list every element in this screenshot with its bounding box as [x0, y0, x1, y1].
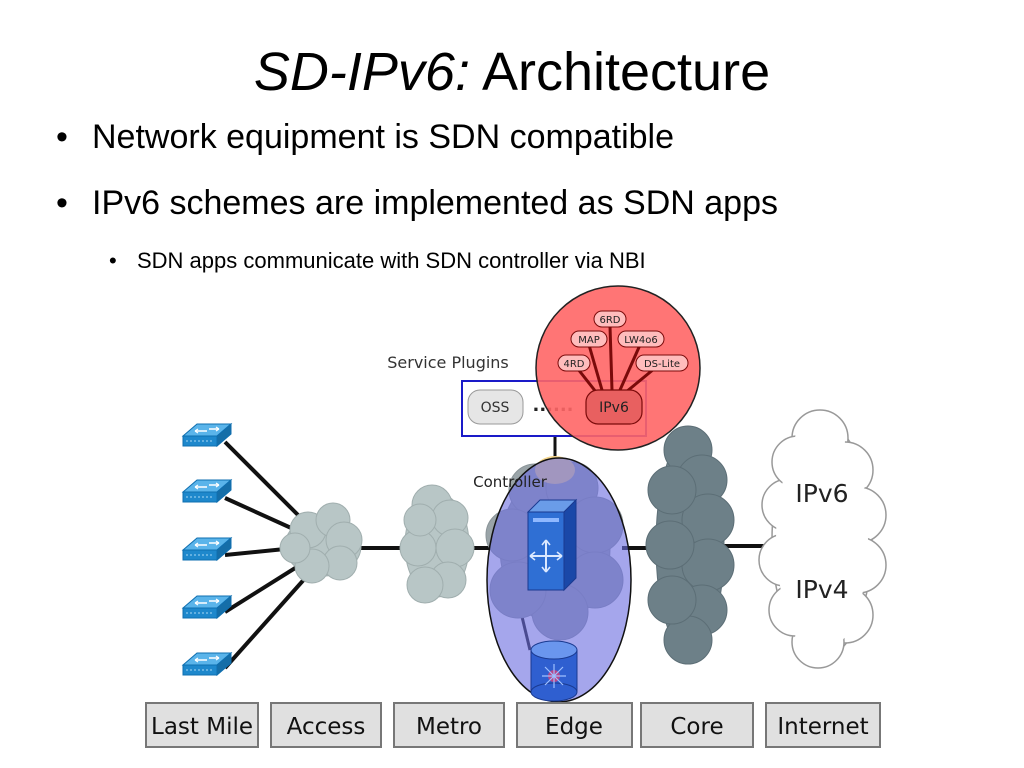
ipv6-plugin-label: IPv6 — [599, 400, 629, 416]
bullet-dot: • — [56, 118, 68, 156]
svg-text:DS-Lite: DS-Lite — [644, 359, 680, 370]
switch-icon — [182, 537, 232, 561]
segment-box-internet — [765, 702, 881, 748]
ipv6-plugin-pill — [585, 389, 643, 425]
segment-label: Core — [670, 714, 723, 740]
scheme-pill-4rd: 4RD — [557, 354, 591, 372]
title-italic: SD-IPv6: — [253, 42, 470, 102]
internet-ipv6-label: IPv6 — [795, 479, 848, 508]
svg-text:LW4o6: LW4o6 — [624, 335, 657, 346]
link-line — [224, 496, 301, 534]
server-icon — [526, 498, 578, 592]
title-rest: Architecture — [481, 42, 771, 102]
segment-label: Internet — [777, 714, 868, 740]
link-line — [223, 573, 310, 670]
link-line — [223, 440, 310, 527]
scheme-pill-lw4o6: LW4o6 — [617, 330, 665, 348]
sub-bullet-text: SDN apps communicate with SDN controller… — [137, 248, 646, 273]
slide-title: SD-IPv6: Architecture — [0, 40, 1024, 104]
bullet-dot: • — [56, 184, 68, 222]
switch-icon — [182, 479, 232, 503]
switch-icon — [182, 652, 232, 676]
plugin-highlight — [535, 285, 701, 451]
cloud-icon — [279, 502, 363, 584]
router-icon — [530, 640, 578, 702]
svg-text:6RD: 6RD — [599, 315, 620, 326]
segment-label: Edge — [545, 714, 603, 740]
segment-box-edge — [516, 702, 633, 748]
segment-box-last-mile — [145, 702, 259, 748]
internet-ipv4-label: IPv4 — [795, 575, 848, 604]
cloud-icon — [645, 425, 735, 665]
bullet-2: • IPv6 schemes are implemented as SDN ap… — [56, 183, 778, 223]
link-line — [223, 563, 302, 614]
svg-text:MAP: MAP — [578, 335, 600, 346]
segment-box-access — [270, 702, 382, 748]
sub-bullet-1: • SDN apps communicate with SDN controll… — [109, 247, 646, 275]
bullet-text: Network equipment is SDN compatible — [92, 118, 675, 156]
segment-label: Access — [287, 714, 366, 740]
controller-label: Controller — [473, 473, 548, 491]
segment-label: Last Mile — [151, 714, 253, 740]
segment-label: Metro — [416, 714, 482, 740]
segment-box-core — [640, 702, 754, 748]
oss-label: OSS — [481, 400, 510, 416]
cloud-icon — [399, 484, 475, 604]
switch-icon — [182, 423, 232, 447]
segment-box-metro — [393, 702, 505, 748]
switch-icon — [182, 595, 232, 619]
bullet-1: • Network equipment is SDN compatible — [56, 117, 675, 157]
scheme-pill-6rd: 6RD — [593, 310, 627, 328]
scheme-pill-map: MAP — [570, 330, 608, 348]
service-plugins-label: Service Plugins — [387, 353, 509, 372]
scheme-pill-dslite: DS-Lite — [635, 354, 689, 372]
bullet-dot: • — [109, 248, 117, 273]
bullet-text: IPv6 schemes are implemented as SDN apps — [92, 184, 778, 222]
segment-labels: Last Mile Access Metro Edge Core Interne… — [145, 702, 881, 748]
svg-text:4RD: 4RD — [563, 359, 584, 370]
oss-pill — [467, 389, 524, 425]
